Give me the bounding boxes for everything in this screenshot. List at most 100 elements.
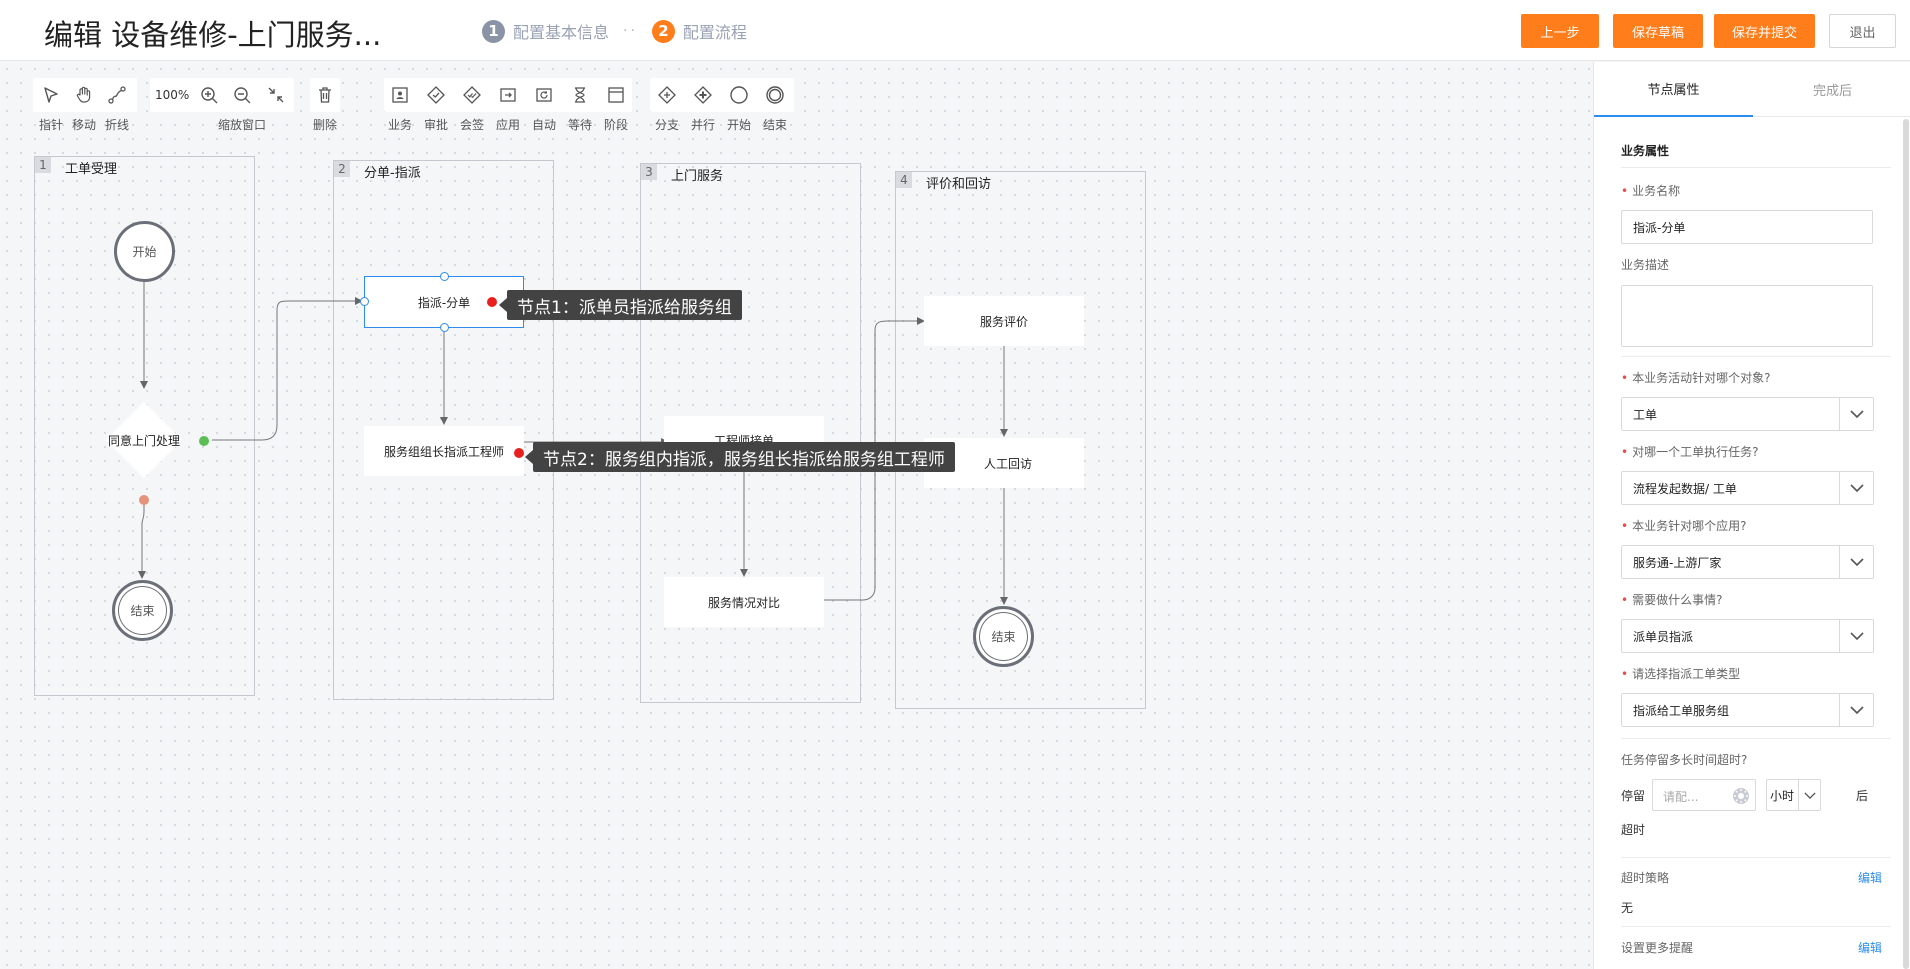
- end-event-node-1[interactable]: 结束: [112, 580, 173, 641]
- double-circle-icon: [766, 86, 784, 104]
- swimlane-1[interactable]: 1 工单受理: [34, 156, 255, 696]
- connector-handle-green[interactable]: [199, 436, 209, 446]
- what-todo-select[interactable]: 派单员指派: [1621, 619, 1874, 653]
- app-arrow-icon: [500, 88, 516, 102]
- diamond-multi-check-icon: [463, 86, 481, 104]
- swimlane-number: 4: [896, 172, 912, 188]
- panel-tabs: 节点属性 完成后: [1594, 62, 1910, 117]
- chevron-down-icon: [1839, 398, 1873, 430]
- more-reminders-edit-link[interactable]: 编辑: [1858, 941, 1883, 955]
- stage-tool-label: 阶段: [603, 118, 629, 132]
- resize-handle-bottom[interactable]: [440, 323, 449, 332]
- swimlane-2[interactable]: 2 分单-指派: [333, 160, 554, 700]
- which-app-select[interactable]: 服务通-上游厂家: [1621, 545, 1874, 579]
- timeout-unit-select[interactable]: 小时: [1766, 779, 1821, 811]
- toolbar-group-delete: [310, 78, 340, 112]
- application-node-tool[interactable]: [493, 78, 523, 112]
- select-value: 小时: [1769, 788, 1794, 803]
- resize-handle-left[interactable]: [360, 297, 369, 306]
- which-app-label: •本业务针对哪个应用?: [1621, 519, 1747, 533]
- flow-canvas[interactable]: 指针 移动 折线 100% 缩放窗口 删除 业务: [0, 62, 1592, 969]
- timeout-duration-input[interactable]: 请配...: [1652, 779, 1756, 811]
- service-eval-node[interactable]: 服务评价: [924, 296, 1084, 346]
- application-tool-label: 应用: [495, 118, 521, 132]
- step-basic-info[interactable]: 1 配置基本信息: [482, 19, 609, 43]
- tab-node-properties[interactable]: 节点属性: [1594, 62, 1753, 117]
- chevron-down-icon: [1839, 620, 1873, 652]
- timeout-text: 超时: [1621, 823, 1646, 837]
- business-name-label: •业务名称: [1621, 184, 1681, 198]
- polyline-tool-label: 折线: [104, 118, 130, 132]
- zoom-in-icon: [201, 87, 218, 104]
- connector-handle-pink[interactable]: [139, 495, 149, 505]
- start-event-tool[interactable]: [724, 78, 754, 112]
- save-draft-button[interactable]: 保存草稿: [1613, 14, 1703, 48]
- chevron-down-icon: [1839, 546, 1873, 578]
- node-annotation-tooltip: 节点2：服务组内指派，服务组长指派给服务组工程师: [525, 442, 955, 472]
- node-annotation-marker[interactable]: [487, 297, 497, 307]
- flow-toolbar: 指针 移动 折线 100% 缩放窗口 删除 业务: [0, 62, 820, 142]
- which-order-label: •对哪一个工单执行任务?: [1621, 445, 1759, 459]
- panel-scrollbar[interactable]: [1903, 119, 1909, 969]
- save-submit-button[interactable]: 保存并提交: [1714, 14, 1815, 48]
- end-event-tool[interactable]: [760, 78, 790, 112]
- start-event-node[interactable]: 开始: [114, 221, 175, 282]
- resize-handle-top[interactable]: [440, 272, 449, 281]
- step-indicator: 1 配置基本信息 ·· 2 配置流程: [482, 18, 747, 44]
- branch-tool-label: 分支: [654, 118, 680, 132]
- move-tool[interactable]: [69, 78, 99, 112]
- gear-icon[interactable]: [1731, 786, 1751, 806]
- divider: [1621, 738, 1891, 739]
- gateway-label: 同意上门处理: [108, 434, 181, 448]
- swimlane-title: 分单-指派: [364, 166, 421, 181]
- pointer-tool[interactable]: [36, 78, 66, 112]
- chevron-down-icon: [1839, 472, 1873, 504]
- which-order-select[interactable]: 流程发起数据/ 工单: [1621, 471, 1874, 505]
- delete-tool[interactable]: [310, 78, 340, 112]
- service-compare-node[interactable]: 服务情况对比: [664, 577, 824, 627]
- fit-window-tool[interactable]: [261, 78, 291, 112]
- stage-node-tool[interactable]: [601, 78, 631, 112]
- select-value: 流程发起数据/ 工单: [1633, 481, 1737, 496]
- target-object-select[interactable]: 工单: [1621, 397, 1874, 431]
- chevron-down-icon: [1798, 780, 1820, 810]
- page-title: 编辑 设备维修-上门服务...: [44, 18, 382, 52]
- end-event-node-2[interactable]: 结束: [973, 606, 1034, 667]
- divider: [1621, 926, 1891, 927]
- auto-node-tool[interactable]: [529, 78, 559, 112]
- assign-node[interactable]: 指派-分单: [364, 276, 524, 328]
- business-desc-textarea[interactable]: [1621, 285, 1873, 347]
- step-2-label: 配置流程: [682, 23, 747, 42]
- step-configure-flow[interactable]: 2 配置流程: [651, 19, 747, 43]
- zoom-window-label: 缩放窗口: [217, 118, 267, 132]
- zoom-in-tool[interactable]: [194, 78, 224, 112]
- branch-tool[interactable]: [652, 78, 682, 112]
- zoom-out-tool[interactable]: [227, 78, 257, 112]
- approval-node-tool[interactable]: [421, 78, 451, 112]
- step-1-number: 1: [482, 19, 505, 43]
- wait-node-tool[interactable]: [565, 78, 595, 112]
- order-type-select[interactable]: 指派给工单服务组: [1621, 693, 1874, 727]
- group-assign-node[interactable]: 服务组组长指派工程师: [364, 426, 524, 476]
- business-node-tool[interactable]: [385, 78, 415, 112]
- more-reminders-label: 设置更多提醒: [1621, 941, 1694, 955]
- what-todo-label: •需要做什么事情?: [1621, 593, 1723, 607]
- parallel-tool[interactable]: [688, 78, 718, 112]
- tab-after-complete[interactable]: 完成后: [1812, 84, 1852, 99]
- polyline-tool[interactable]: [102, 78, 132, 112]
- exit-button[interactable]: 退出: [1829, 14, 1896, 48]
- zoom-out-icon: [234, 87, 251, 104]
- circle-icon: [730, 86, 748, 104]
- diamond-plus-icon: [658, 86, 676, 104]
- diamond-cross-icon: [694, 86, 712, 104]
- swimlane-title: 评价和回访: [926, 177, 992, 192]
- zoom-level[interactable]: 100%: [155, 88, 190, 102]
- prev-step-button[interactable]: 上一步: [1521, 14, 1599, 48]
- input-placeholder: 请配...: [1663, 790, 1699, 804]
- business-tool-label: 业务: [387, 118, 413, 132]
- node-annotation-marker[interactable]: [514, 448, 524, 458]
- timeout-policy-edit-link[interactable]: 编辑: [1858, 871, 1883, 885]
- select-value: 工单: [1633, 407, 1658, 422]
- countersign-node-tool[interactable]: [457, 78, 487, 112]
- business-name-input[interactable]: 指派-分单: [1621, 210, 1873, 244]
